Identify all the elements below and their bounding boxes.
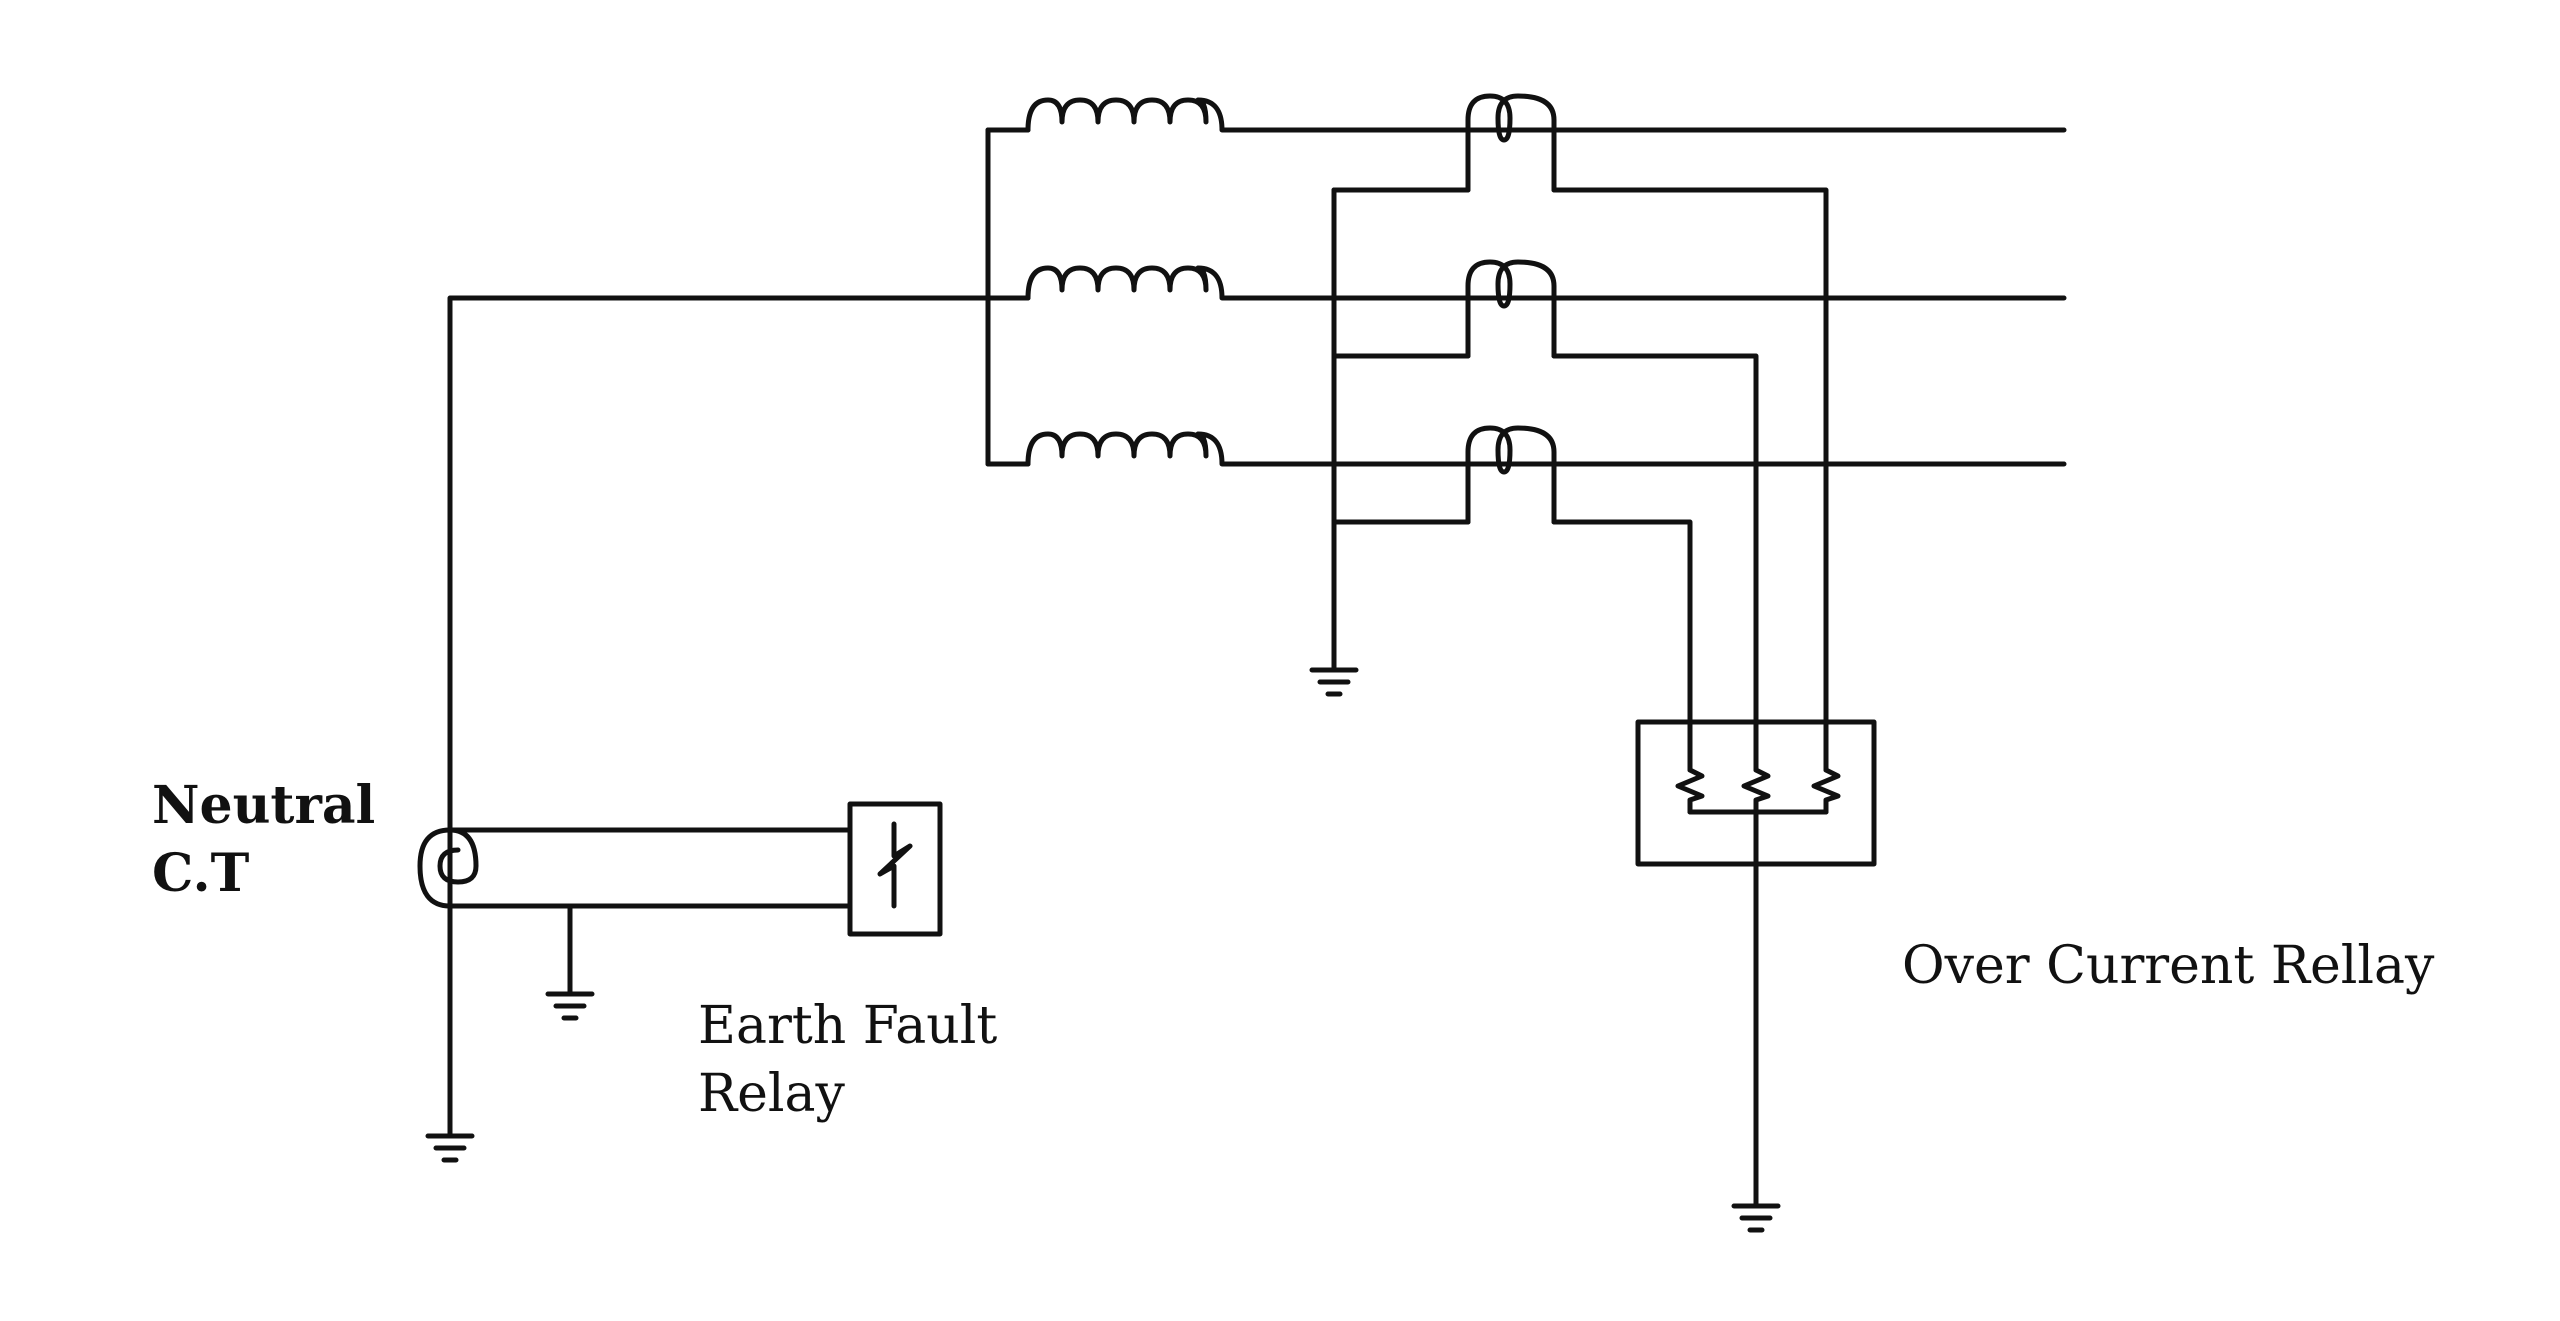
line-ct-3	[1465, 425, 1557, 525]
earth-fault-relay-label: Earth Fault Relay	[698, 992, 997, 1128]
earth-fault-relay-box	[847, 801, 943, 937]
winding-coil-2	[1025, 265, 1239, 301]
relay-common-bus	[1687, 809, 1829, 1199]
winding-coil-3	[1025, 431, 1239, 467]
relay-element-1	[1675, 757, 1705, 815]
earth-fault-relay	[567, 801, 943, 989]
neutral-connection	[417, 295, 991, 1129]
transformer-windings	[985, 97, 1239, 467]
winding-coil-1	[1025, 97, 1239, 133]
line-ct-1	[1465, 93, 1557, 193]
relay-element-3	[1811, 757, 1841, 815]
earth-fault-ground-icon	[545, 983, 595, 1021]
neutral-ct-icon	[417, 827, 853, 909]
earth-fault-label-line1: Earth Fault	[698, 996, 998, 1056]
ct-secondary-wiring	[1331, 187, 1829, 773]
over-current-relay-ground-icon	[1731, 1193, 1781, 1233]
over-current-relay-label: Over Current Rellay	[1902, 936, 2435, 996]
line-current-transformers	[1465, 93, 1557, 525]
neutral-ct-label: Neutral C.T	[152, 772, 375, 908]
relay-element-2	[1741, 757, 1771, 815]
neutral-ct-label-line1: Neutral	[152, 775, 376, 836]
ct1-relay-lead	[1551, 187, 1829, 773]
phase-lines	[1233, 127, 2067, 467]
over-current-relay	[1635, 719, 1877, 1199]
ct2-relay-lead	[1551, 353, 1759, 773]
ct3-relay-lead	[1551, 519, 1693, 773]
earth-fault-relay-element	[877, 821, 913, 909]
neutral-ct-label-line2: C.T	[152, 843, 250, 904]
line-ct-2	[1465, 259, 1557, 359]
ct-star-ground-icon	[1309, 657, 1359, 697]
earth-fault-label-line2: Relay	[698, 1064, 845, 1124]
neutral-ground-icon	[425, 1123, 475, 1163]
